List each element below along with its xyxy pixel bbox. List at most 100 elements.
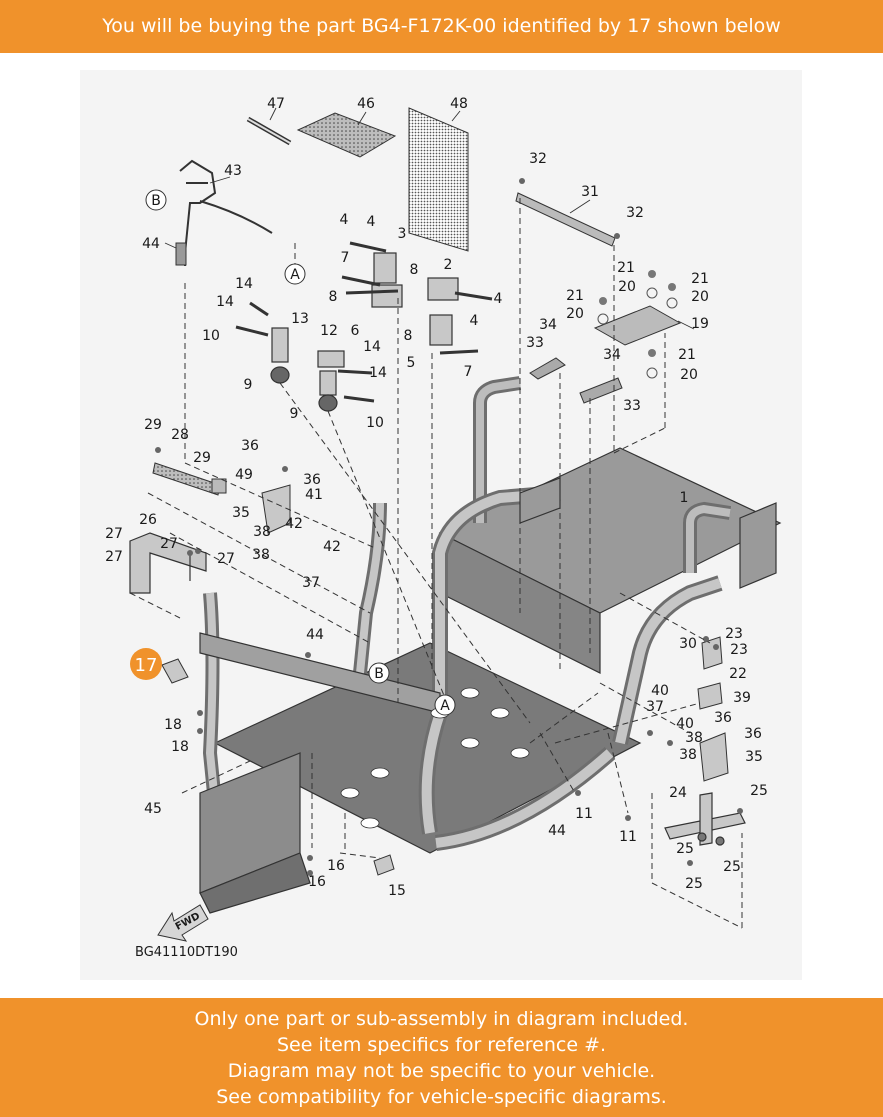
ref-label: 13 (291, 311, 309, 327)
ref-label: 29 (144, 417, 162, 433)
part-24-bracket (664, 792, 746, 846)
ref-label: 36 (303, 472, 321, 488)
part-33-bracket-2 (579, 377, 623, 404)
svg-text:A: A (290, 267, 300, 283)
callout-a-frame: A (434, 694, 456, 716)
ref-label: 14 (235, 276, 253, 292)
ref-label: 15 (388, 883, 406, 899)
ref-label: 38 (679, 747, 697, 763)
footer-line: See item specifics for reference #. (276, 1034, 607, 1056)
ref-label: 2 (444, 257, 453, 273)
ref-label: 49 (235, 467, 253, 483)
part-32-bolt-2 (614, 233, 620, 239)
ref-label: 1 (680, 490, 689, 506)
ref-label: 31 (581, 184, 599, 200)
ref-label: 20 (618, 279, 636, 295)
ref-label: 34 (539, 317, 557, 333)
part-33-bracket (529, 357, 566, 380)
ref-label: 32 (626, 205, 644, 221)
ref-label: 21 (617, 260, 635, 276)
bolts-misc (187, 466, 743, 876)
drawing-code: BG41110DT190 (135, 945, 238, 960)
ref-label: 12 (320, 323, 338, 339)
ref-label: 19 (691, 316, 709, 332)
part-17-bracket (161, 658, 189, 684)
ref-label: 25 (685, 876, 703, 892)
ref-label: 45 (144, 801, 162, 817)
ref-label: 29 (193, 450, 211, 466)
ref-label: 25 (676, 841, 694, 857)
top-banner: You will be buying the part BG4-F172K-00… (0, 0, 883, 53)
ref-label: 10 (366, 415, 384, 431)
ref-label: 30 (679, 636, 697, 652)
leader-lines (129, 198, 743, 929)
ref-label: 23 (730, 642, 748, 658)
part-35-bracket (261, 484, 291, 534)
parts-diagram: B A B A 47 46 48 43 32 31 32 44 4 4 3 7 (0, 53, 883, 998)
ref-label: 33 (526, 335, 544, 351)
ref-label: 4 (367, 214, 376, 230)
ref-label: 38 (253, 524, 271, 540)
ref-label: 7 (341, 250, 350, 266)
part-19-plate (593, 305, 682, 346)
ref-label: 24 (669, 785, 687, 801)
bracket-group-13-12 (235, 301, 375, 412)
part-49-clip (211, 478, 227, 494)
ref-label: 21 (691, 271, 709, 287)
ref-label: 44 (306, 627, 324, 643)
part-39-bracket (697, 682, 723, 710)
ref-label: 35 (745, 749, 763, 765)
bracket-group-2-5 (427, 277, 493, 355)
ref-label: 44 (548, 823, 566, 839)
ref-label: 38 (252, 547, 270, 563)
ref-label: 25 (750, 783, 768, 799)
bracket-group-3-6 (341, 241, 403, 308)
part-44-bolt-top (175, 242, 187, 266)
footer-line: Only one part or sub-assembly in diagram… (194, 1008, 689, 1030)
ref-label: 20 (680, 367, 698, 383)
ref-label: 47 (267, 96, 285, 112)
part-32-bolt (519, 178, 525, 184)
ref-label: 21 (678, 347, 696, 363)
ref-label: 14 (363, 339, 381, 355)
ref-label: 27 (160, 536, 178, 552)
ref-label: 48 (450, 96, 468, 112)
ref-label: 40 (676, 716, 694, 732)
ref-label: 11 (619, 829, 637, 845)
part-48-mesh (408, 107, 469, 252)
ref-label: 8 (329, 289, 338, 305)
callout-b-top: B (145, 189, 167, 211)
fwd-arrow-icon: FWD (157, 904, 209, 942)
ref-label: 41 (305, 487, 323, 503)
ref-label: 9 (290, 406, 299, 422)
ref-label: 23 (725, 626, 743, 642)
ref-label: 36 (241, 438, 259, 454)
ref-label: 18 (171, 739, 189, 755)
label-lines (164, 107, 695, 330)
footer-line: See compatibility for vehicle-specific d… (216, 1086, 667, 1108)
part-35-bracket-2 (699, 732, 729, 782)
washers-20-21 (597, 270, 678, 379)
ref-label: 14 (369, 365, 387, 381)
frame-exploded-view: B A B A 47 46 48 43 32 31 32 44 4 4 3 7 (80, 70, 802, 980)
ref-label: 20 (566, 306, 584, 322)
part-info-text: You will be buying the part BG4-F172K-00… (102, 15, 781, 37)
ref-label: 36 (744, 726, 762, 742)
callout-a-top: A (284, 263, 306, 285)
part-15-clip (373, 854, 395, 876)
ref-label: 42 (323, 539, 341, 555)
ref-label: 16 (308, 874, 326, 890)
ref-label: 26 (139, 512, 157, 528)
ref-label: 27 (105, 526, 123, 542)
ref-label: 18 (164, 717, 182, 733)
ref-label: 20 (691, 289, 709, 305)
ref-label: 39 (733, 690, 751, 706)
ref-label: 3 (398, 226, 407, 242)
part-28-rail (152, 462, 221, 496)
highlighted-ref-label: 17 (135, 655, 158, 676)
ref-label: 14 (216, 294, 234, 310)
svg-text:A: A (440, 698, 450, 714)
ref-label: 46 (357, 96, 375, 112)
ref-label: 25 (723, 859, 741, 875)
part-26-member (129, 532, 207, 594)
